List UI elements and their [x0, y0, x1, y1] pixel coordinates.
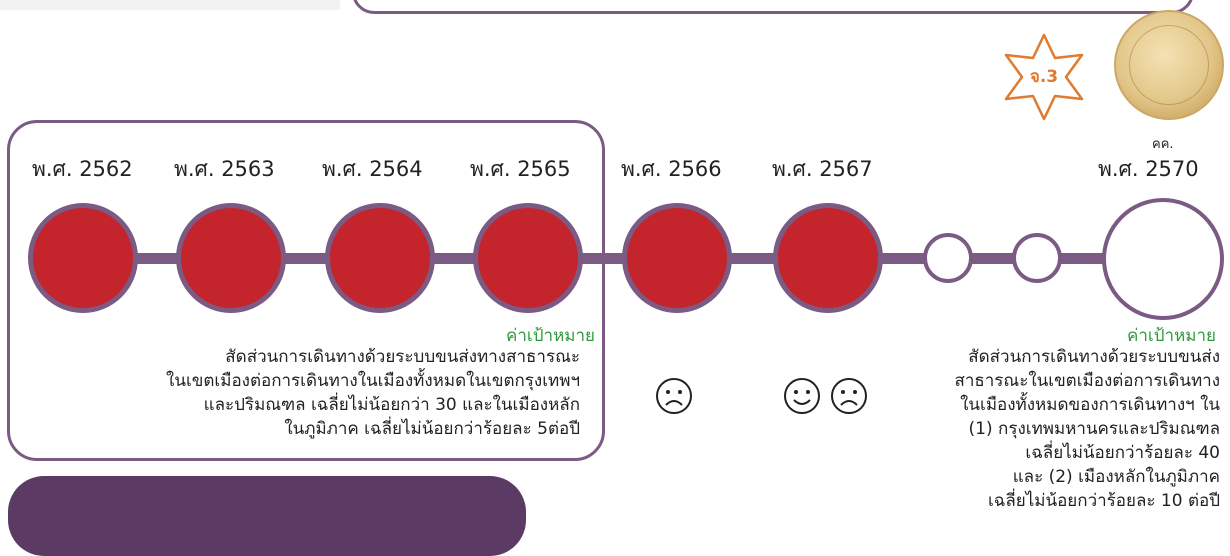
top-left-strip — [0, 0, 340, 10]
year-label-2562: พ.ศ. 2562 — [32, 157, 133, 181]
year-label-2564: พ.ศ. 2564 — [322, 157, 423, 181]
ministry-abbrev-label: คค. — [1152, 137, 1174, 152]
sad-face-icon — [656, 378, 692, 414]
year-node-2566 — [622, 203, 732, 313]
sad-face-icon — [831, 378, 867, 414]
goal-right-line: เฉลี่ยไม่น้อยกว่าร้อยละ 10 ต่อปี — [987, 491, 1220, 511]
bottom-section-banner — [8, 476, 526, 556]
coin-emblem-ring — [1129, 25, 1209, 105]
year-node-2570 — [1102, 198, 1224, 320]
goal-left-line: และปริมณฑล เฉลี่ยไม่น้อยกว่า 30 และในเมื… — [203, 395, 580, 415]
goal-right-title: ค่าเป้าหมาย — [1127, 326, 1216, 346]
goal-right-line: และ (2) เมืองหลักในภูมิภาค — [1012, 467, 1220, 487]
goal-left-line: ในภูมิภาค เฉลี่ยไม่น้อยกว่าร้อยละ 5ต่อปี — [284, 419, 580, 439]
year-label-2565: พ.ศ. 2565 — [470, 157, 571, 181]
year-node-2564 — [325, 203, 435, 313]
year-label-2563: พ.ศ. 2563 — [174, 157, 275, 181]
year-label-2566: พ.ศ. 2566 — [621, 157, 722, 181]
smile-face-icon — [784, 378, 820, 414]
goal-left-title: ค่าเป้าหมาย — [506, 326, 595, 346]
year-node-2567 — [773, 203, 883, 313]
year-node-2562 — [28, 203, 138, 313]
goal-right-line: สัดส่วนการเดินทางด้วยระบบขนส่ง — [968, 347, 1220, 367]
goal-right-line: สาธารณะในเขตเมืองต่อการเดินทาง — [954, 371, 1220, 391]
achieved-period-frame — [7, 120, 605, 461]
goal-right-text: สัดส่วนการเดินทางด้วยระบบขนส่ง สาธารณะใน… — [880, 345, 1220, 513]
goal-left-line: สัดส่วนการเดินทางด้วยระบบขนส่งทางสาธารณะ — [225, 347, 580, 367]
year-node-2568 — [923, 233, 973, 283]
goal-right-line: ในเมืองทั้งหมดของการเดินทางฯ ใน — [960, 395, 1220, 415]
goal-left-line: ในเขตเมืองต่อการเดินทางในเมืองทั้งหมดในเ… — [166, 371, 580, 391]
year-node-2569 — [1012, 233, 1062, 283]
year-node-2565 — [473, 203, 583, 313]
goal-left-text: สัดส่วนการเดินทางด้วยระบบขนส่งทางสาธารณะ… — [30, 345, 580, 441]
top-header-frame — [352, 0, 1194, 14]
goal-right-line: (1) กรุงเทพมหานครและปริมณฑล — [968, 419, 1220, 439]
year-node-2563 — [176, 203, 286, 313]
timeline-connector — [80, 253, 1160, 264]
year-label-2570: พ.ศ. 2570 — [1098, 157, 1199, 181]
badge-label: จ.3 — [1029, 67, 1059, 87]
year-label-2567: พ.ศ. 2567 — [772, 157, 873, 181]
goal-right-line: เฉลี่ยไม่น้อยกว่าร้อยละ 40 — [1025, 443, 1220, 463]
star-badge-icon — [1004, 33, 1084, 121]
